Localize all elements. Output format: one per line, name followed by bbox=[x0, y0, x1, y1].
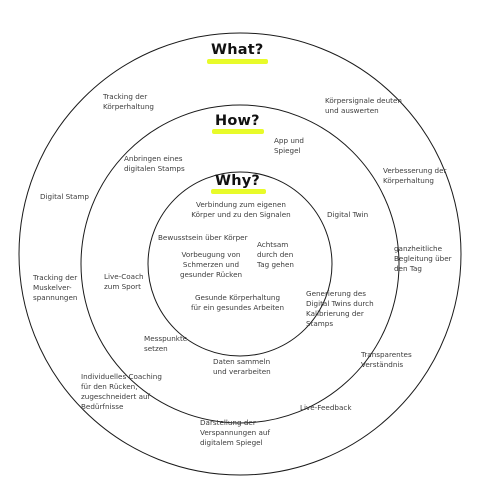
what-item-transparentes: Transparentes Verständnis bbox=[361, 350, 412, 369]
why-item-bewusstsein: Bewusstsein über Körper bbox=[158, 233, 248, 242]
why-heading: Why? bbox=[215, 173, 260, 189]
how-item-daten: Daten sammeln und verarbeiten bbox=[213, 357, 271, 376]
why-item-gesunde-haltung: Gesunde Körperhaltung für ein gesundes A… bbox=[190, 293, 285, 312]
how-highlight bbox=[212, 129, 264, 134]
what-heading: What? bbox=[211, 42, 264, 58]
outer-ring-what bbox=[18, 32, 462, 476]
what-item-digital-stamp: Digital Stamp bbox=[40, 192, 89, 201]
how-item-generierung: Generierung des Digital Twins durch Kali… bbox=[306, 289, 374, 328]
what-item-live-feedback: Live-Feedback bbox=[300, 403, 352, 412]
why-highlight bbox=[211, 189, 266, 194]
how-heading: How? bbox=[215, 113, 260, 129]
why-item-achtsam: Achtsam durch den Tag gehen bbox=[257, 240, 294, 269]
what-item-verbesserung: Verbesserung der Körperhaltung bbox=[383, 166, 447, 185]
what-item-ganzheitlich: ganzheitliche Begleitung über den Tag bbox=[394, 244, 452, 273]
what-item-tracking-muskel: Tracking der Muskelver- spannungen bbox=[33, 273, 78, 302]
what-item-tracking-haltung: Tracking der Körperhaltung bbox=[103, 92, 154, 111]
how-item-live-coach: Live-Coach zum Sport bbox=[104, 272, 144, 291]
inner-ring-why bbox=[147, 171, 333, 357]
how-item-app-spiegel: App und Spiegel bbox=[274, 136, 304, 155]
what-item-darstellung: Darstellung der Verspannungen auf digita… bbox=[200, 418, 270, 447]
why-item-verbindung: Verbindung zum eigenen Körper und zu den… bbox=[191, 200, 291, 219]
how-item-messpunkte: Messpunkte setzen bbox=[144, 334, 188, 353]
how-item-digital-twin: Digital Twin bbox=[327, 210, 369, 219]
middle-ring-how bbox=[80, 104, 400, 424]
what-item-individuelles: Individuelles Coaching für den Rücken, z… bbox=[81, 372, 162, 411]
what-item-koerpersignale: Körpersignale deuten und auswerten bbox=[325, 96, 402, 115]
what-highlight bbox=[207, 59, 268, 64]
why-item-vorbeugung: Vorbeugung von Schmerzen und gesunder Rü… bbox=[179, 250, 243, 279]
how-item-anbringen: Anbringen eines digitalen Stamps bbox=[124, 154, 185, 173]
